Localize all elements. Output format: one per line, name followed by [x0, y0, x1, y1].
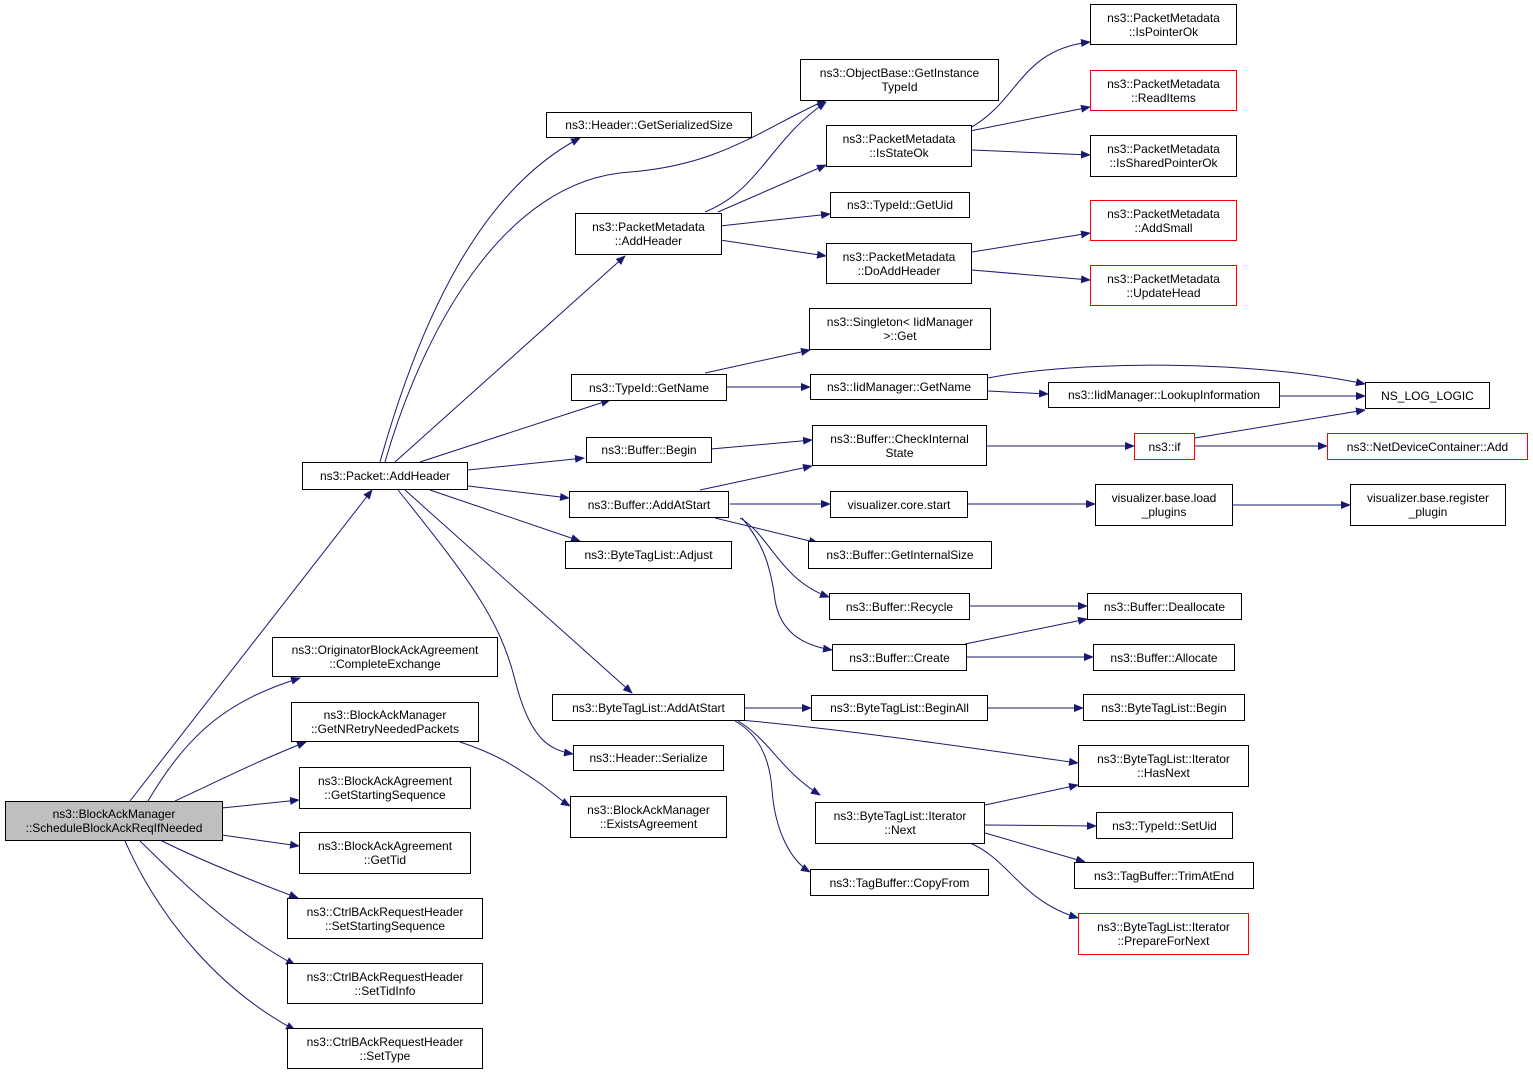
node-header-serialize[interactable]: ns3::Header::Serialize	[573, 745, 724, 771]
node-buffer-getinternalsize[interactable]: ns3::Buffer::GetInternalSize	[808, 541, 992, 569]
node-iidmanager-lookupinformation[interactable]: ns3::IidManager::LookupInformation	[1048, 382, 1280, 408]
edge-baddat-getinternalsize	[714, 517, 819, 545]
edge-iidget-log	[987, 364, 1366, 387]
edge-next-hasnext	[984, 782, 1079, 806]
node-pm-updatehead[interactable]: ns3::PacketMetadata::UpdateHead	[1090, 265, 1237, 306]
edge-root-get-tid	[221, 834, 300, 849]
edge-isstate-issharedpointerok	[971, 149, 1091, 159]
edge-pmah-isstateok	[717, 164, 827, 213]
edge-pah-objectbase	[384, 99, 827, 463]
node-pm-addheader[interactable]: ns3::PacketMetadata::AddHeader	[575, 213, 722, 255]
node-packet-addheader[interactable]: ns3::Packet::AddHeader	[302, 462, 468, 490]
edge-root-set-type	[124, 840, 296, 1031]
node-singleton-get[interactable]: ns3::Singleton< IidManager >::Get	[809, 308, 991, 350]
node-tagbuffer-trimatend[interactable]: ns3::TagBuffer::TrimAtEnd	[1074, 862, 1254, 889]
edge-pah-header-serialize	[397, 489, 574, 757]
node-visualizer-base-register-plugin[interactable]: visualizer.base.register_plugin	[1350, 484, 1506, 526]
node-typeid-getname[interactable]: ns3::TypeId::GetName	[571, 374, 727, 401]
edge-pah-bytetaglist-adjust	[429, 489, 581, 542]
node-buffer-deallocate[interactable]: ns3::Buffer::Deallocate	[1087, 593, 1242, 620]
node-set-tid-info[interactable]: ns3::CtrlBAckRequestHeader::SetTidInfo	[287, 963, 483, 1004]
edge-baddat-recycle	[739, 517, 830, 598]
node-get-starting-sequence[interactable]: ns3::BlockAckAgreement::GetStartingSeque…	[299, 767, 471, 809]
node-schedule-blockackreq-ifneeded: ns3::BlockAckManager::ScheduleBlockAckRe…	[5, 801, 223, 841]
node-netdevicecontainer-add[interactable]: ns3::NetDeviceContainer::Add	[1327, 433, 1528, 460]
node-buffer-begin[interactable]: ns3::Buffer::Begin	[586, 437, 712, 463]
edge-pah-buffer-addatstart	[467, 485, 570, 501]
edge-root-packet-addheader	[129, 489, 373, 802]
node-typeid-setuid[interactable]: ns3::TypeId::SetUid	[1096, 812, 1233, 839]
edge-pah-typeid-getname	[419, 398, 611, 463]
node-bytetaglist-beginall[interactable]: ns3::ByteTagList::BeginAll	[811, 695, 988, 721]
node-ns-log-logic[interactable]: NS_LOG_LOGIC	[1365, 382, 1490, 409]
edge-btladd-copyfrom	[734, 720, 811, 873]
node-pm-doaddheader[interactable]: ns3::PacketMetadata::DoAddHeader	[826, 243, 972, 284]
node-set-starting-sequence[interactable]: ns3::CtrlBAckRequestHeader::SetStartingS…	[287, 898, 483, 939]
node-buffer-addatstart[interactable]: ns3::Buffer::AddAtStart	[569, 491, 729, 518]
edge-iidget-lookup	[987, 389, 1049, 398]
edge-root-get-nretry	[174, 741, 307, 802]
edge-next-preparefornext	[969, 842, 1079, 920]
edge-root-set-starting-seq	[159, 839, 299, 899]
node-iidmanager-getname[interactable]: ns3::IidManager::GetName	[810, 374, 988, 400]
edge-next-setuid	[984, 821, 1097, 830]
edge-next-trimatend	[984, 832, 1086, 864]
edge-pmah-objectbase	[704, 101, 827, 213]
node-complete-exchange[interactable]: ns3::OriginatorBlockAckAgreement::Comple…	[272, 637, 498, 677]
edge-pmah-getuid	[719, 210, 831, 227]
edge-doadd-updatehead	[971, 269, 1091, 284]
node-visualizer-core-start[interactable]: visualizer.core.start	[830, 491, 968, 518]
node-set-type[interactable]: ns3::CtrlBAckRequestHeader::SetType	[287, 1028, 483, 1069]
node-buffer-create[interactable]: ns3::Buffer::Create	[832, 644, 967, 671]
node-buffer-allocate[interactable]: ns3::Buffer::Allocate	[1093, 644, 1235, 671]
node-btl-iterator-next[interactable]: ns3::ByteTagList::Iterator::Next	[815, 802, 985, 844]
node-header-get-serialized-size[interactable]: ns3::Header::GetSerializedSize	[546, 112, 752, 138]
node-get-tid[interactable]: ns3::BlockAckAgreement::GetTid	[299, 832, 471, 874]
node-pm-isstateok[interactable]: ns3::PacketMetadata::IsStateOk	[826, 125, 972, 167]
edge-doadd-addsmall	[971, 230, 1091, 253]
edge-if-log	[1194, 407, 1366, 439]
node-ns3-if[interactable]: ns3::if	[1134, 433, 1195, 460]
edge-pah-bytetaglist-addatstart	[404, 489, 633, 694]
edge-btladd-next	[737, 720, 821, 796]
node-pm-addsmall[interactable]: ns3::PacketMetadata::AddSmall	[1090, 200, 1237, 241]
edge-root-set-tid-info	[139, 840, 296, 966]
node-pm-issharedpointerok[interactable]: ns3::PacketMetadata::IsSharedPointerOk	[1090, 135, 1237, 177]
edge-bbegin-checkinternal	[710, 436, 813, 450]
edge-nretry-exists-agreement	[459, 741, 571, 807]
node-pm-ispointerok[interactable]: ns3::PacketMetadata::IsPointerOk	[1090, 4, 1237, 45]
edge-btladd-hasnext	[739, 719, 1079, 766]
node-bytetaglist-adjust[interactable]: ns3::ByteTagList::Adjust	[565, 541, 732, 569]
edge-root-complete-exchange	[147, 676, 301, 802]
edge-root-get-starting-seq	[221, 796, 300, 809]
edge-create-deallocate	[964, 616, 1088, 645]
node-btl-iterator-hasnext[interactable]: ns3::ByteTagList::Iterator::HasNext	[1078, 745, 1249, 787]
node-bam-exists-agreement[interactable]: ns3::BlockAckManager::ExistsAgreement	[570, 796, 727, 838]
node-buffer-recycle[interactable]: ns3::Buffer::Recycle	[829, 593, 970, 620]
node-visualizer-base-load-plugins[interactable]: visualizer.base.load_plugins	[1095, 484, 1233, 526]
edge-pah-get-serialized-size	[379, 137, 581, 463]
edge-baddat-create	[741, 517, 833, 653]
node-btl-iterator-preparefornext[interactable]: ns3::ByteTagList::Iterator::PrepareForNe…	[1078, 913, 1249, 955]
edge-isstate-readitems	[969, 104, 1091, 132]
node-typeid-getuid[interactable]: ns3::TypeId::GetUid	[830, 192, 970, 218]
edge-baddat-checkinternal	[699, 463, 813, 491]
node-tagbuffer-copyfrom[interactable]: ns3::TagBuffer::CopyFrom	[810, 869, 989, 896]
edge-pah-pm-addheader	[394, 255, 626, 463]
node-bytetaglist-addatstart[interactable]: ns3::ByteTagList::AddAtStart	[552, 694, 745, 721]
node-pm-readitems[interactable]: ns3::PacketMetadata::ReadItems	[1090, 70, 1237, 111]
edge-pmah-doaddheader	[719, 239, 827, 259]
edge-getname-singleton	[704, 348, 811, 374]
edge-isstate-ispointerok	[969, 39, 1091, 129]
node-get-nretry-needed-packets[interactable]: ns3::BlockAckManager::GetNRetryNeededPac…	[291, 702, 479, 742]
edge-pah-buffer-begin	[467, 454, 585, 471]
node-bytetaglist-begin[interactable]: ns3::ByteTagList::Begin	[1083, 694, 1245, 721]
